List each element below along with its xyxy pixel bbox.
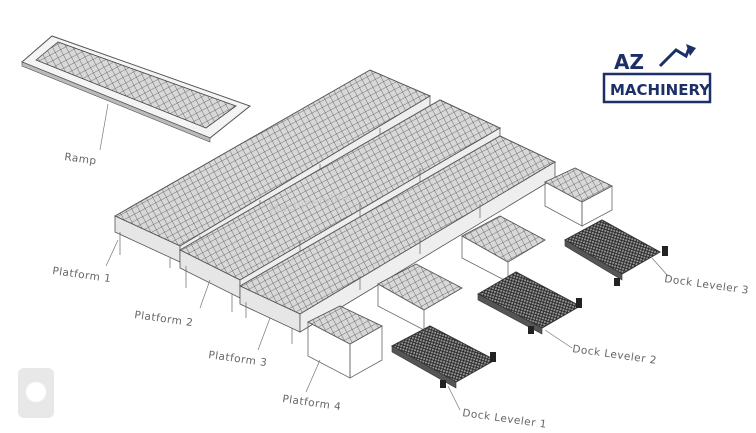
label-dock-leveler-3: Dock Leveler 3 [664,273,750,297]
label-dock-leveler-1: Dock Leveler 1 [462,407,548,431]
ramp [21,35,252,151]
dock-leveler-3 [563,219,669,286]
platform-4 [305,305,383,393]
label-platform-1: Platform 1 [52,265,112,285]
label-platform-3: Platform 3 [208,349,268,369]
az-machinery-logo: AZ MACHINERY [602,44,712,104]
logo-az-text: AZ [614,50,644,74]
logo-machinery-text: MACHINERY [610,81,711,99]
excavator-arm-icon [658,44,696,68]
watermark-badge-icon [18,368,54,418]
label-platform-4: Platform 4 [282,393,342,413]
platform-3 [238,135,557,351]
dock-leveler-1 [390,325,497,411]
label-ramp: Ramp [64,151,98,167]
dock-leveler-2 [476,271,582,349]
label-dock-leveler-2: Dock Leveler 2 [572,343,658,367]
label-platform-2: Platform 2 [134,309,194,329]
